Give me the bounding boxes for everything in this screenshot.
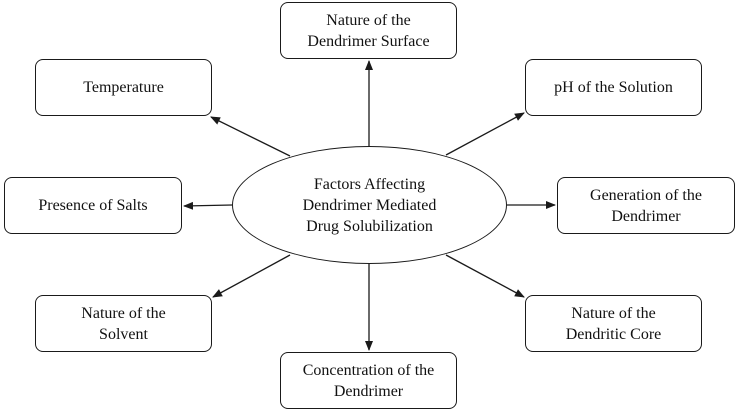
factor-core: Nature of the Dendritic Core [525,295,702,352]
arrow-to-core [445,254,525,298]
factor-generation: Generation of the Dendrimer [557,177,735,234]
central-topic: Factors Affecting Dendrimer Mediated Dru… [232,146,507,264]
factor-salts: Presence of Salts [4,177,182,234]
arrow-to-ph [445,112,525,156]
factor-solvent: Nature of the Solvent [35,295,212,352]
factor-temperature: Temperature [35,59,212,116]
arrow-to-salts [183,201,233,210]
factor-ph: pH of the Solution [525,59,702,116]
factor-nature-surface: Nature of the Dendrimer Surface [280,2,457,59]
arrow-to-solvent [212,254,291,298]
arrow-to-temperature [210,116,291,157]
factor-concentration: Concentration of the Dendrimer [280,352,457,409]
